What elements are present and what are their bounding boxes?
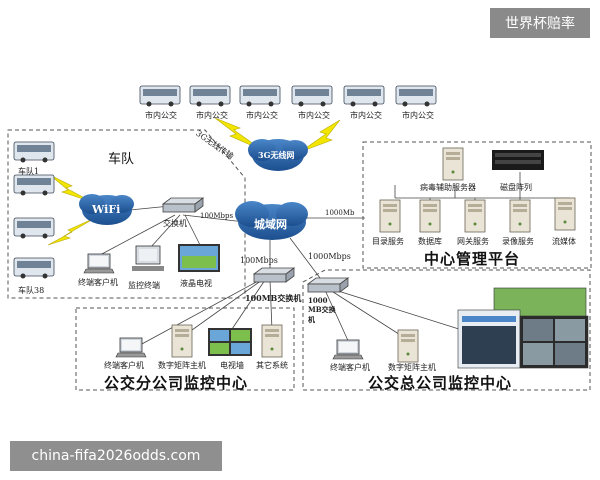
streaming-server-icon bbox=[554, 197, 576, 231]
fleet-bus1-label: 车队1 bbox=[18, 167, 40, 176]
fleet-bus38-label: 车队38 bbox=[18, 286, 45, 295]
branch-laptop-icon bbox=[115, 337, 147, 358]
virus-server-icon bbox=[442, 147, 464, 181]
branch-title: 公交分公司监控中心 bbox=[104, 374, 249, 392]
gateway-server-icon bbox=[464, 199, 486, 233]
bus-label: 市内公交 bbox=[402, 111, 434, 120]
fleet-buses bbox=[13, 141, 55, 279]
switch-fleet-label: 交换机 bbox=[163, 219, 187, 228]
cloud-3g-icon bbox=[248, 139, 308, 171]
cloud-metro-icon bbox=[235, 201, 308, 240]
fleet-tv-icon bbox=[178, 244, 220, 272]
hq-matrix-icon bbox=[397, 329, 419, 363]
cloud-wifi-icon bbox=[79, 194, 134, 225]
branch-device-label: 数字矩阵主机 bbox=[158, 361, 206, 370]
hq-device-label: 终端客户机 bbox=[330, 363, 370, 372]
fleet-device-label: 监控终端 bbox=[128, 281, 160, 290]
hq-title: 公交总公司监控中心 bbox=[368, 374, 513, 392]
hq-screens-icon bbox=[457, 287, 589, 369]
database-server-icon bbox=[419, 199, 441, 233]
fleet-device-label: 终端客户机 bbox=[78, 278, 118, 287]
watermark-banner: china-fifa2026odds.com bbox=[10, 441, 222, 471]
cloud-3g-label: 3G无线网 bbox=[258, 150, 295, 160]
branch-region bbox=[75, 307, 295, 391]
center-region bbox=[362, 141, 592, 269]
bus-label: 市内公交 bbox=[350, 111, 382, 120]
fleet-title: 车队 bbox=[108, 152, 135, 167]
hq-laptop-icon bbox=[332, 339, 364, 360]
fleet-device-label: 液晶电视 bbox=[180, 279, 212, 288]
fleet-laptop-icon bbox=[83, 253, 115, 274]
bus-label: 市内公交 bbox=[196, 111, 228, 120]
switch-hq-label: 1000 MB交换机 bbox=[308, 296, 336, 324]
wifi-label: WiFi bbox=[92, 203, 121, 216]
branch-device-label: 终端客户机 bbox=[104, 361, 144, 370]
switch-fleet-icon bbox=[162, 197, 204, 213]
link-100-a-label: 100Mbps bbox=[200, 212, 234, 220]
disk-array-icon bbox=[492, 150, 544, 170]
link-1000-b-label: 1000Mbps bbox=[308, 252, 351, 261]
fleet-monitor-icon bbox=[132, 245, 164, 271]
virus-server-label: 病毒辅助服务器 bbox=[420, 183, 476, 192]
bus-label: 市内公交 bbox=[246, 111, 278, 120]
center-server-label: 流媒体 bbox=[552, 237, 576, 246]
switch-hq-icon bbox=[307, 277, 349, 293]
bus-label: 市内公交 bbox=[145, 111, 177, 120]
link-1000-a-label: 1000Mb bbox=[325, 209, 355, 217]
top-buses bbox=[139, 85, 437, 107]
branch-device-label: 电视墙 bbox=[220, 361, 244, 370]
recording-server-icon bbox=[509, 199, 531, 233]
switch-branch-label: 100MB交换机 bbox=[245, 293, 302, 303]
disk-array-label: 磁盘阵列 bbox=[500, 183, 532, 192]
link-100-b-label: 100Mbps bbox=[240, 256, 278, 265]
fleet-region bbox=[7, 129, 246, 299]
center-server-label: 录像服务 bbox=[502, 237, 534, 246]
bus-label: 市内公交 bbox=[298, 111, 330, 120]
branch-device-label: 其它系统 bbox=[256, 361, 288, 370]
center-title: 中心管理平台 bbox=[424, 250, 521, 268]
metro-cloud-label: 城域网 bbox=[254, 218, 287, 231]
center-server-label: 目录服务 bbox=[372, 237, 404, 246]
switch-branch-icon bbox=[253, 267, 295, 283]
top-right-badge: 世界杯赔率 bbox=[490, 8, 590, 38]
branch-matrix-icon bbox=[171, 324, 193, 358]
center-server-label: 网关服务 bbox=[457, 237, 489, 246]
branch-tv-wall-icon bbox=[208, 328, 252, 356]
directory-server-icon bbox=[379, 199, 401, 233]
hq-device-label: 数字矩阵主机 bbox=[388, 363, 436, 372]
hq-region bbox=[302, 269, 591, 391]
center-server-label: 数据库 bbox=[418, 237, 442, 246]
branch-other-icon bbox=[261, 324, 283, 358]
